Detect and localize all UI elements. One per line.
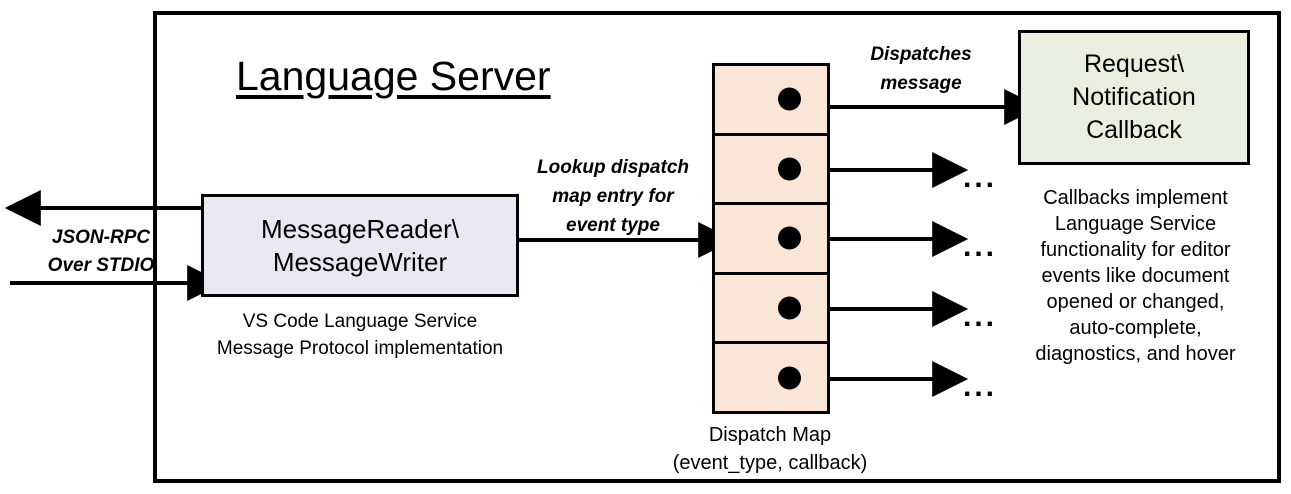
callback-dot-icon	[778, 296, 801, 320]
lookup-label-line2: map entry for	[552, 186, 674, 207]
page-title: Language Server	[236, 53, 551, 99]
json-rpc-label-line1: JSON-RPC	[51, 227, 151, 248]
callback-dot-icon	[778, 226, 801, 250]
lookup-label-line3: event type	[566, 215, 660, 236]
callback-description-line: auto-complete,	[1069, 317, 1202, 339]
dispatch-map-caption-line1: Dispatch Map	[708, 424, 832, 446]
message-reader-caption-line1: VS Code Language Service	[242, 311, 478, 332]
message-reader-caption: VS Code Language Service Message Protoco…	[190, 308, 530, 362]
dispatch-map-row[interactable]	[715, 66, 827, 136]
callback-description-line: Callbacks implement	[1043, 187, 1228, 209]
language-server-boundary	[153, 11, 1281, 483]
dispatch-map-row[interactable]	[715, 205, 827, 275]
lookup-label-line1: Lookup dispatch	[537, 157, 689, 178]
message-writer-label: MessageWriter	[272, 246, 448, 277]
dispatch-map-row[interactable]	[715, 136, 827, 206]
dispatches-message-line2: message	[880, 73, 962, 94]
dispatch-map-caption-line2: (event_type, callback)	[672, 452, 868, 474]
request-notification-callback-box[interactable]: Request\ Notification Callback	[1018, 30, 1250, 165]
callback-description-line: events like document	[1041, 265, 1230, 287]
ellipsis-row-3: ...	[963, 230, 998, 263]
json-rpc-label-line2: Over STDIO	[47, 255, 155, 276]
callback-description: Callbacks implement Language Service fun…	[1008, 185, 1263, 367]
dispatches-message-label: Dispatches message	[836, 40, 1006, 98]
dispatch-map-row[interactable]	[715, 344, 827, 411]
callback-box-line3: Callback	[1086, 116, 1182, 144]
ellipsis-row-5: ...	[963, 370, 998, 403]
callback-box-line2: Notification	[1072, 83, 1196, 111]
dispatch-map-caption: Dispatch Map (event_type, callback)	[650, 421, 890, 477]
message-reader-label: MessageReader\	[261, 213, 459, 244]
callback-description-line: Language Service	[1054, 213, 1217, 235]
callback-description-line: opened or changed,	[1046, 291, 1225, 313]
lookup-dispatch-label: Lookup dispatch map entry for event type	[518, 153, 708, 240]
ellipsis-row-4: ...	[963, 300, 998, 333]
callback-dot-icon	[778, 87, 801, 111]
message-reader-caption-line2: Message Protocol implementation	[216, 338, 504, 359]
callback-description-line: functionality for editor	[1040, 239, 1231, 261]
json-rpc-label: JSON-RPC Over STDIO	[26, 224, 176, 280]
callback-box-line1: Request\	[1083, 50, 1185, 78]
callback-dot-icon	[778, 157, 801, 181]
callback-description-line: diagnostics, and hover	[1035, 343, 1236, 365]
dispatches-message-line1: Dispatches	[870, 44, 972, 65]
dispatch-map-row[interactable]	[715, 275, 827, 345]
ellipsis-row-2: ...	[963, 161, 998, 194]
callback-dot-icon	[778, 366, 801, 390]
message-reader-writer-box[interactable]: MessageReader\ MessageWriter	[201, 194, 519, 297]
dispatch-map[interactable]	[712, 63, 830, 414]
